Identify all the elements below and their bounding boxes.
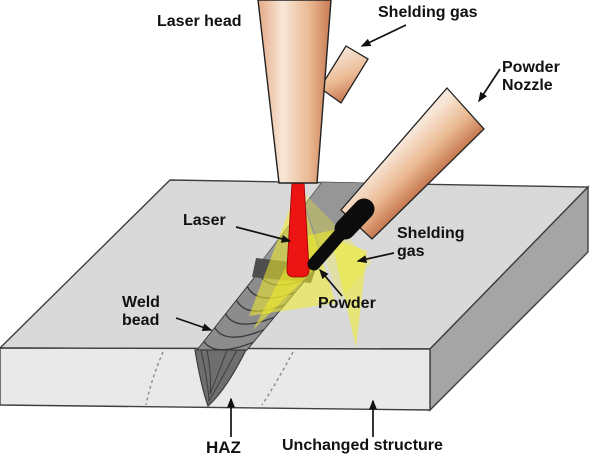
haz-zone	[194, 349, 247, 408]
label-unchanged-structure: Unchanged structure	[282, 437, 443, 454]
powder-stream	[307, 198, 375, 271]
arrow-shielding-gas-top	[360, 24, 407, 47]
dashed-boundary-right	[261, 351, 294, 406]
label-laser: Laser	[183, 212, 226, 229]
haz-inner-arcs	[200, 349, 238, 403]
label-weld-bead: Weld bead	[122, 294, 160, 329]
shielding-gas-tube	[319, 45, 369, 104]
label-powder-nozzle: Powder Nozzle	[502, 59, 560, 94]
label-shielding-gas-right: Shelding gas	[397, 225, 465, 260]
label-laser-head: Laser head	[157, 13, 242, 30]
arrow-shielding-gas-right	[356, 252, 395, 264]
powder-nozzle	[340, 87, 485, 240]
arrow-powder	[319, 268, 343, 297]
arrow-weld-bead	[175, 317, 213, 332]
label-powder: Powder	[318, 295, 376, 312]
label-haz: HAZ	[206, 438, 241, 457]
laser-beam	[286, 181, 310, 278]
label-shielding-gas-top: Shelding gas	[378, 4, 478, 21]
laser-head	[257, 0, 332, 184]
arrow-powder-nozzle	[478, 68, 501, 103]
arrow-laser	[235, 226, 292, 243]
